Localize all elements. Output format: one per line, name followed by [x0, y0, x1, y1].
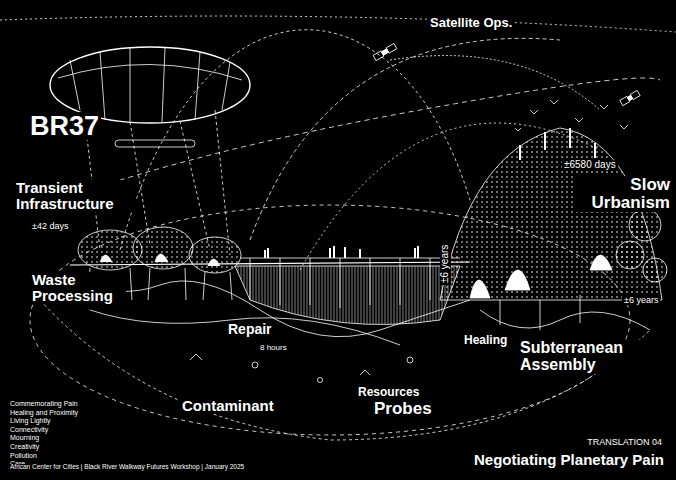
theme-list-item: Connectivity [8, 426, 50, 433]
diagram-label: ±6 years [440, 243, 451, 285]
diagram-label: Contaminant [180, 398, 276, 414]
diagram-title: Negotiating Planetary Pain [472, 452, 666, 468]
diagram-label: Slow Urbanism [576, 176, 672, 212]
diagram-label: Repair [226, 322, 274, 337]
diagram-label: Resources [356, 386, 421, 399]
theme-list-item: Creativity [8, 443, 41, 450]
diagram-label: ±42 days [30, 222, 70, 231]
theme-list-item: Mourning [8, 434, 41, 441]
diagram-label: Satellite Ops. [428, 16, 514, 30]
diagram-label: Probes [372, 400, 434, 418]
diagram-label: ±6 years [622, 296, 660, 305]
diagram-label: Transient Infrastructure [14, 180, 136, 212]
diagram-label: Waste Processing [30, 272, 126, 304]
theme-list-item: Commemorating Pain [8, 400, 80, 407]
diagram-label: 8 hours [258, 344, 289, 352]
theme-list-item: Living Lightly [8, 417, 52, 424]
diagram-label: Healing [462, 334, 509, 347]
theme-list-item: Healing and Proximity [8, 409, 80, 416]
translation-number: TRANSLATION 04 [585, 438, 664, 447]
diagram-label: BR37 [28, 112, 101, 140]
theme-list-item: Pollution [8, 452, 39, 459]
diagram-label: ±6580 days [562, 160, 618, 171]
diagram-label: Subterranean Assembly [518, 340, 640, 374]
credit-line: African Center for Cities | Black River … [8, 464, 246, 471]
